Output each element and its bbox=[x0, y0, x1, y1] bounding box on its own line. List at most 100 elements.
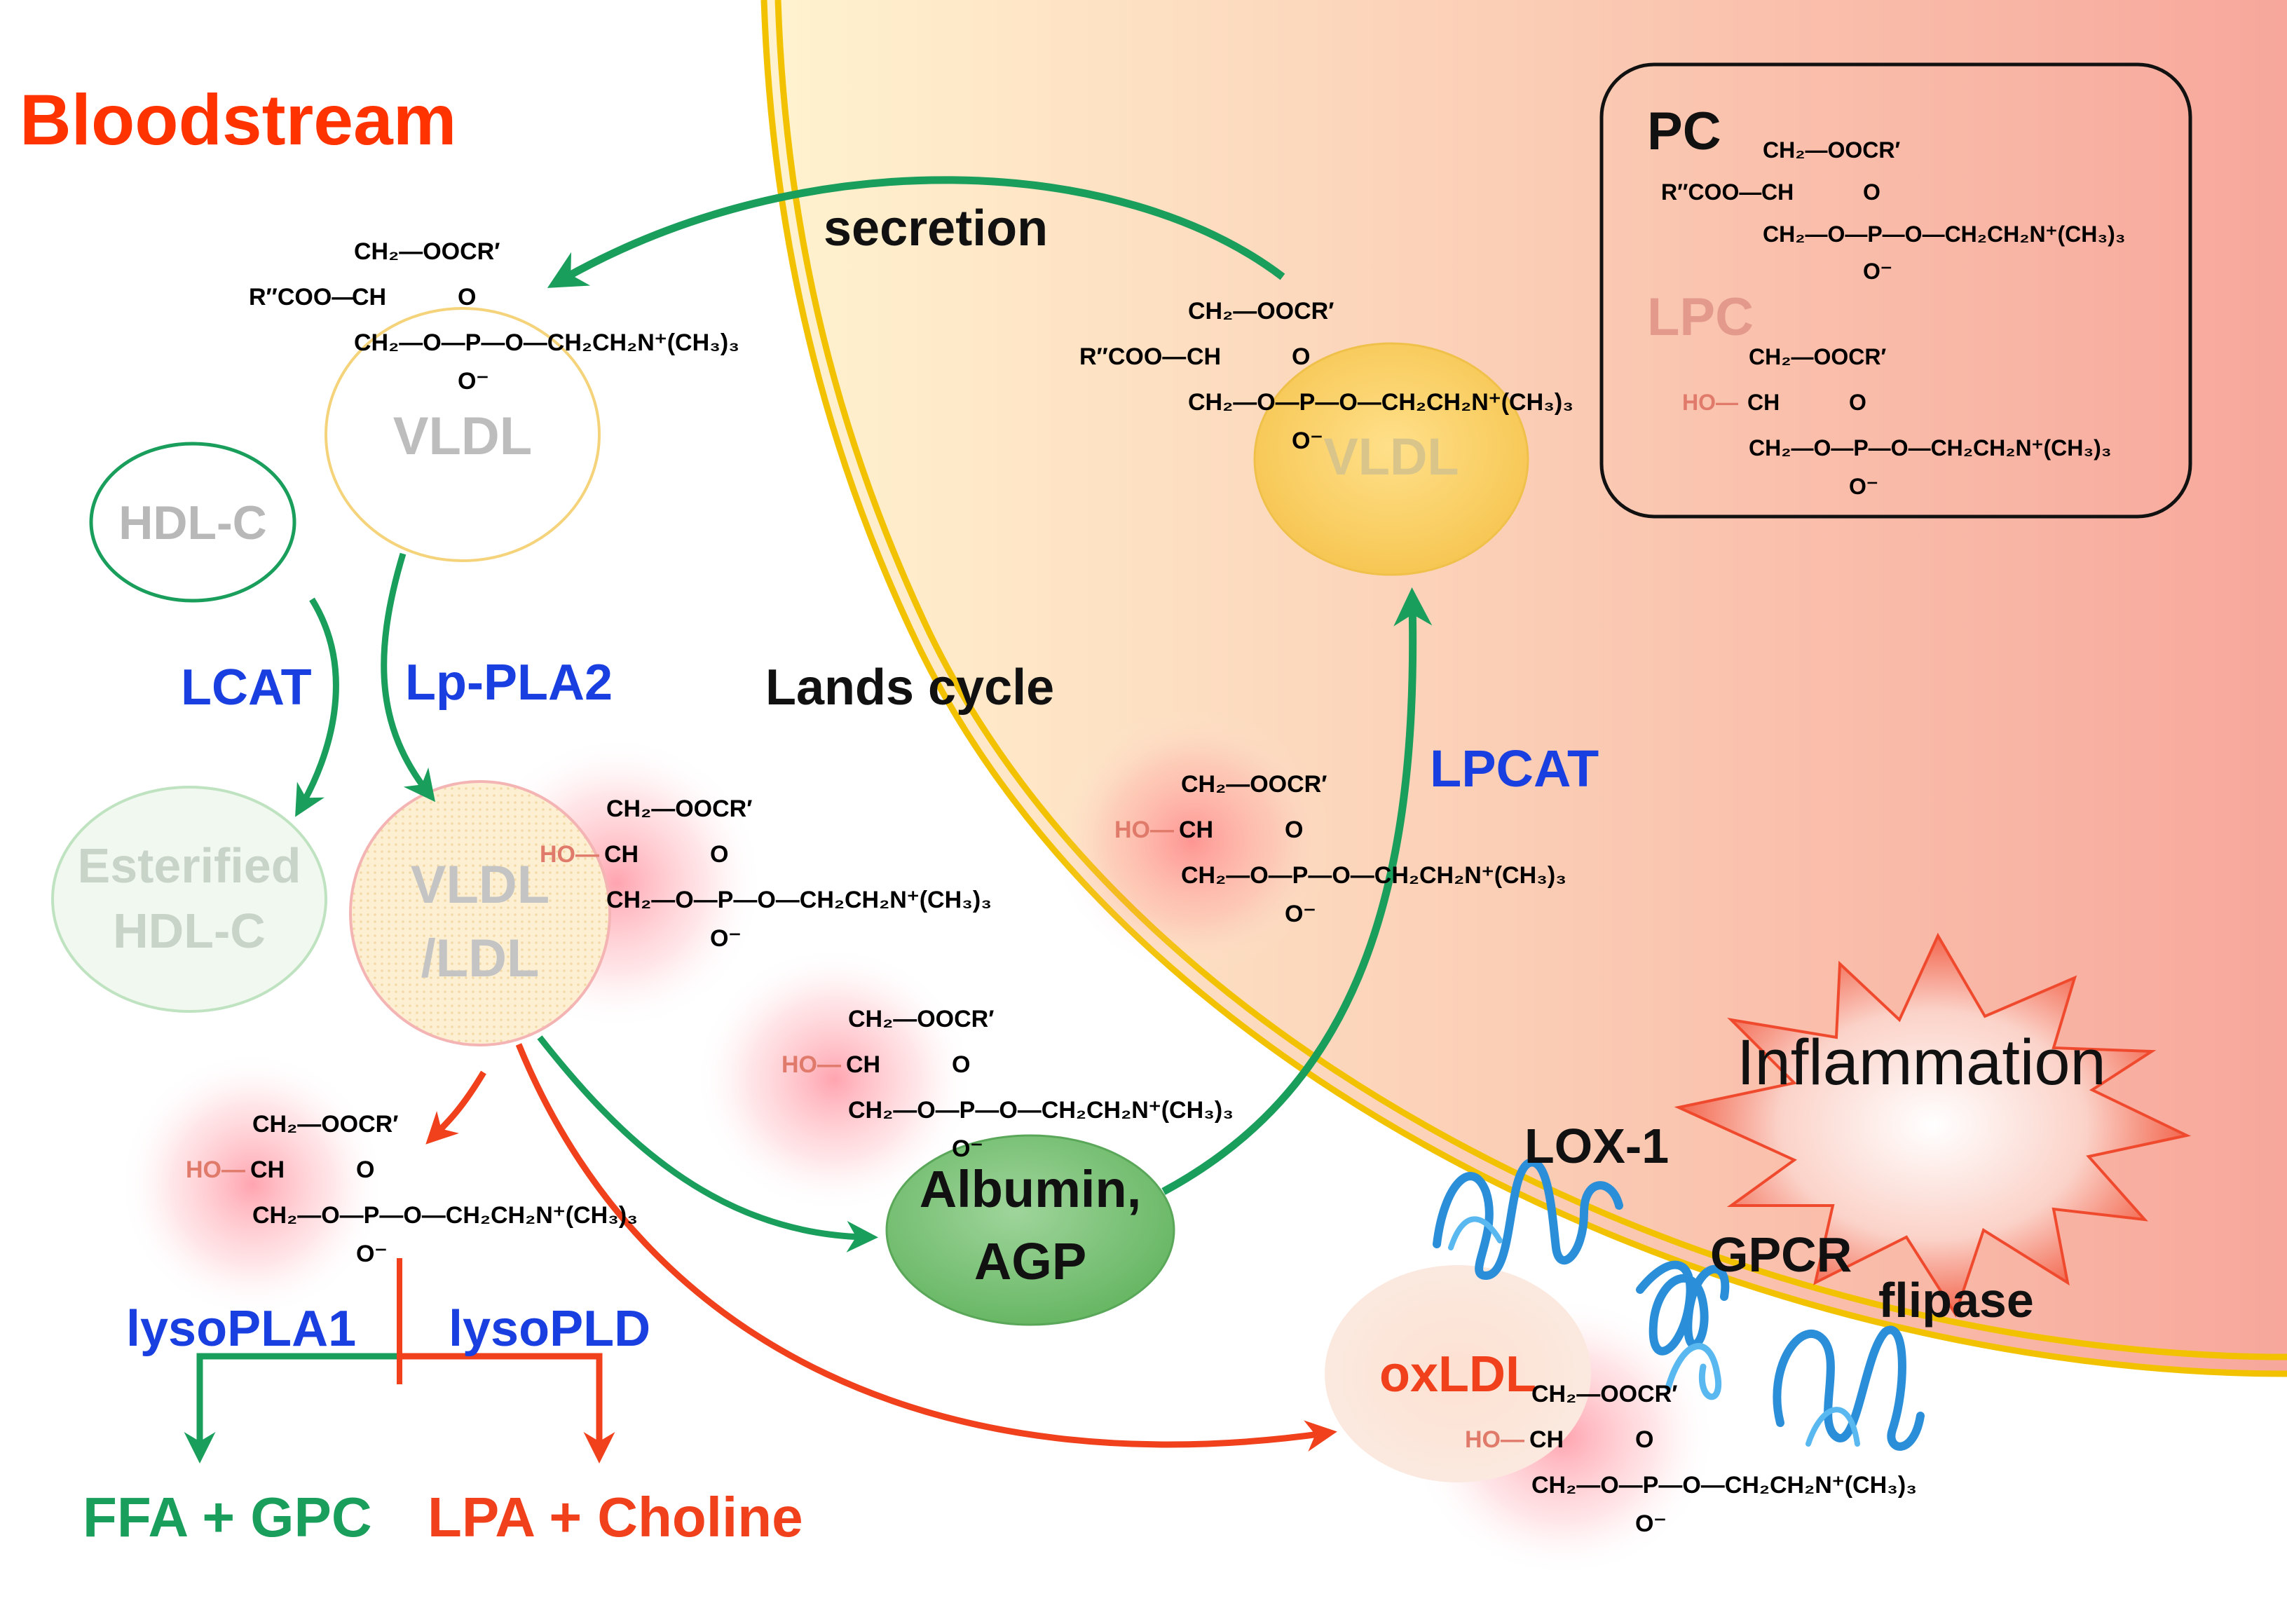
flipase-receptor bbox=[1773, 1325, 1925, 1451]
svg-text:CH₂—O—P—O—CH₂CH₂N⁺(CH₃)₃: CH₂—O—P—O—CH₂CH₂N⁺(CH₃)₃ bbox=[1188, 389, 1573, 416]
svg-text:CH: CH bbox=[250, 1156, 285, 1183]
svg-text:O: O bbox=[458, 284, 476, 311]
svg-text:O⁻: O⁻ bbox=[1285, 901, 1316, 927]
svg-text:R″COO—: R″COO— bbox=[1661, 179, 1761, 205]
svg-text:CH: CH bbox=[846, 1051, 880, 1078]
lpcat-arrow bbox=[1161, 587, 1433, 1195]
flipase-label: flipase bbox=[1878, 1273, 2034, 1328]
svg-text:O: O bbox=[356, 1156, 374, 1183]
svg-text:O⁻: O⁻ bbox=[1863, 259, 1892, 284]
svg-text:O⁻: O⁻ bbox=[356, 1241, 387, 1267]
gpcr-label: GPCR bbox=[1710, 1227, 1852, 1282]
svg-text:CH₂—OOCR′: CH₂—OOCR′ bbox=[1188, 298, 1334, 325]
svg-text:CH₂—OOCR′: CH₂—OOCR′ bbox=[848, 1006, 994, 1032]
svg-text:HO—: HO— bbox=[540, 841, 599, 868]
svg-text:CH₂—OOCR′: CH₂—OOCR′ bbox=[1749, 344, 1886, 369]
ffa-gpc-label: FFA + GPC bbox=[83, 1486, 372, 1548]
svg-text:HO—: HO— bbox=[781, 1051, 841, 1078]
svg-text:R″COO—: R″COO— bbox=[1079, 343, 1186, 370]
oxldl-particle bbox=[1325, 1265, 1591, 1482]
svg-text:O⁻: O⁻ bbox=[952, 1135, 983, 1162]
svg-text:CH: CH bbox=[352, 284, 386, 311]
svg-text:HO—: HO— bbox=[1682, 390, 1738, 415]
lcat-label: LCAT bbox=[181, 660, 312, 716]
inflammation-label: Inflammation bbox=[1737, 1027, 2106, 1098]
svg-text:CH: CH bbox=[1179, 817, 1213, 843]
svg-text:HO—: HO— bbox=[1114, 817, 1174, 843]
lysopld-label: lysoPLD bbox=[449, 1301, 651, 1357]
lysopld-product-arrow bbox=[400, 1353, 615, 1463]
svg-text:O: O bbox=[710, 841, 728, 868]
svg-text:CH: CH bbox=[1529, 1426, 1564, 1453]
svg-text:CH₂—O—P—O—CH₂CH₂N⁺(CH₃)₃: CH₂—O—P—O—CH₂CH₂N⁺(CH₃)₃ bbox=[1531, 1472, 1917, 1499]
inflammation-starburst bbox=[1674, 932, 2192, 1318]
legend-lpc-label: LPC bbox=[1647, 287, 1754, 347]
svg-text:O⁻: O⁻ bbox=[710, 925, 741, 952]
lox1-label: LOX-1 bbox=[1524, 1119, 1670, 1173]
secretion-label: secretion bbox=[824, 200, 1049, 257]
svg-text:O⁻: O⁻ bbox=[1292, 428, 1323, 454]
albumin-label-line1: Albumin, bbox=[919, 1160, 1142, 1218]
svg-text:O: O bbox=[952, 1051, 970, 1078]
lcat-arrow bbox=[295, 597, 339, 817]
vldl-cell-particle bbox=[1253, 342, 1529, 576]
vldl-ldl-label-line1: VLDL bbox=[410, 855, 550, 915]
svg-text:CH₂—O—P—O—CH₂CH₂N⁺(CH₃)₃: CH₂—O—P—O—CH₂CH₂N⁺(CH₃)₃ bbox=[252, 1202, 638, 1229]
lpc-structure: CH₂—OOCR′ HO— CH O CH₂—O—P—O—CH₂CH₂N⁺(CH… bbox=[186, 1111, 638, 1267]
svg-text:CH₂—OOCR′: CH₂—OOCR′ bbox=[1763, 137, 1900, 163]
svg-text:O: O bbox=[1863, 179, 1880, 205]
svg-text:CH₂—O—P—O—CH₂CH₂N⁺(CH₃)₃: CH₂—O—P—O—CH₂CH₂N⁺(CH₃)₃ bbox=[606, 887, 992, 913]
lp-pla2-label: Lp-PLA2 bbox=[405, 655, 613, 711]
svg-text:CH₂—O—P—O—CH₂CH₂N⁺(CH₃)₃: CH₂—O—P—O—CH₂CH₂N⁺(CH₃)₃ bbox=[354, 329, 739, 356]
lpc-glow-left bbox=[119, 1051, 385, 1318]
lysopla1-product-arrow bbox=[184, 1353, 400, 1463]
svg-text:R″COO—: R″COO— bbox=[249, 284, 355, 311]
svg-text:CH: CH bbox=[604, 841, 639, 868]
svg-text:HO—: HO— bbox=[1465, 1426, 1524, 1453]
vldl-to-oxldl-arrow bbox=[515, 1043, 1337, 1452]
albumin-label-line2: AGP bbox=[974, 1232, 1087, 1290]
vldl-top-label: VLDL bbox=[392, 407, 533, 466]
svg-text:CH: CH bbox=[1747, 390, 1780, 415]
lpc-glow-cell bbox=[1051, 708, 1332, 974]
vldl-to-albumin-arrow bbox=[537, 1035, 878, 1253]
vldl-top-particle bbox=[325, 307, 601, 562]
lpc-structure: CH₂—OOCR′ HO— CH O CH₂—O—P—O—CH₂CH₂N⁺(CH… bbox=[1114, 771, 1566, 927]
svg-text:CH₂—O—P—O—CH₂CH₂N⁺(CH₃)₃: CH₂—O—P—O—CH₂CH₂N⁺(CH₃)₃ bbox=[1763, 221, 2126, 247]
svg-text:HO—: HO— bbox=[186, 1156, 245, 1183]
svg-text:O: O bbox=[1635, 1426, 1653, 1453]
svg-text:O: O bbox=[1849, 390, 1866, 415]
svg-text:CH₂—OOCR′: CH₂—OOCR′ bbox=[252, 1111, 398, 1138]
page-title: Bloodstream bbox=[20, 80, 457, 160]
svg-text:CH₂—O—P—O—CH₂CH₂N⁺(CH₃)₃: CH₂—O—P—O—CH₂CH₂N⁺(CH₃)₃ bbox=[1181, 862, 1566, 889]
svg-text:CH: CH bbox=[1187, 343, 1221, 370]
pc-structure: CH₂—OOCR′ R″COO— CH O CH₂—O—P—O—CH₂CH₂N⁺… bbox=[1079, 298, 1573, 454]
lp-pla2-arrow bbox=[381, 552, 436, 803]
vldl-cell-label: VLDL bbox=[1323, 428, 1459, 486]
vldl-to-lpc-arrow bbox=[425, 1070, 486, 1145]
vldl-ldl-particle bbox=[349, 780, 611, 1046]
legend-pc-label: PC bbox=[1647, 102, 1721, 161]
lpc-structure: CH₂—OOCR′ HO— CH O CH₂—O—P—O—CH₂CH₂N⁺(CH… bbox=[1682, 344, 2112, 499]
lox1-receptor bbox=[1433, 1158, 1623, 1280]
albumin-agp-particle bbox=[885, 1134, 1175, 1326]
esterified-hdl-label-line2: HDL-C bbox=[113, 903, 266, 958]
vldl-ldl-label-line2: /LDL bbox=[421, 929, 540, 988]
secretion-arrow bbox=[547, 176, 1285, 288]
svg-text:CH₂—OOCR′: CH₂—OOCR′ bbox=[354, 238, 500, 265]
lpc-glow-albumin bbox=[694, 946, 974, 1213]
lpc-structure: CH₂—OOCR′ HO— CH O CH₂—O—P—O—CH₂CH₂N⁺(CH… bbox=[1465, 1381, 1917, 1537]
gpcr-receptor bbox=[1636, 1260, 1730, 1400]
pc-lpc-legend-box bbox=[1599, 62, 2192, 519]
lpcat-label: LPCAT bbox=[1430, 739, 1599, 798]
lpc-structure: CH₂—OOCR′ HO— CH O CH₂—O—P—O—CH₂CH₂N⁺(CH… bbox=[781, 1006, 1234, 1162]
svg-text:O⁻: O⁻ bbox=[1849, 474, 1878, 499]
esterified-hdl-particle bbox=[51, 786, 327, 1013]
svg-text:CH₂—OOCR′: CH₂—OOCR′ bbox=[606, 796, 752, 822]
lysopla1-label: lysoPLA1 bbox=[126, 1301, 357, 1357]
svg-text:CH₂—O—P—O—CH₂CH₂N⁺(CH₃)₃: CH₂—O—P—O—CH₂CH₂N⁺(CH₃)₃ bbox=[1749, 435, 2112, 460]
svg-text:CH₂—O—P—O—CH₂CH₂N⁺(CH₃)₃: CH₂—O—P—O—CH₂CH₂N⁺(CH₃)₃ bbox=[848, 1097, 1234, 1124]
svg-text:O: O bbox=[1292, 343, 1310, 370]
